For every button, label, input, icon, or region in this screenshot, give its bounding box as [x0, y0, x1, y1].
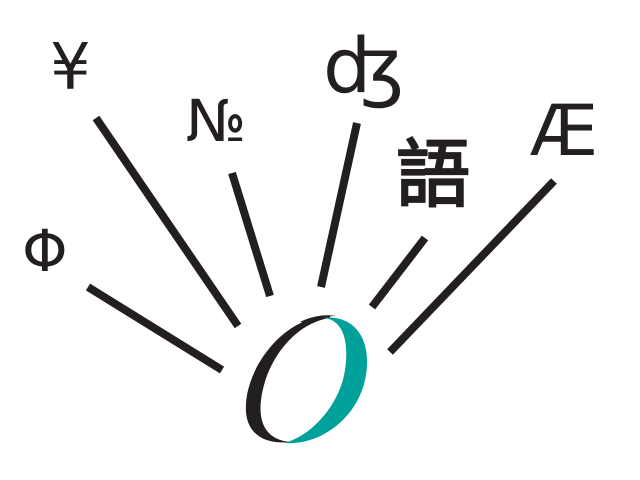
dezh-glyph: ʤ [323, 21, 404, 110]
line-numero [228, 171, 274, 298]
omniglot-o-logo-icon [245, 315, 368, 444]
line-phi [85, 283, 225, 374]
line-yen [92, 115, 242, 329]
go-kanji-glyph: 語 [396, 132, 470, 218]
line-go [368, 235, 429, 310]
numero-glyph: № [186, 87, 246, 155]
yen-glyph: ¥ [50, 31, 91, 105]
phi-glyph: Φ [22, 217, 68, 285]
line-ae [387, 178, 557, 355]
ae-glyph: Æ [530, 90, 599, 172]
line-dezh [317, 122, 361, 288]
